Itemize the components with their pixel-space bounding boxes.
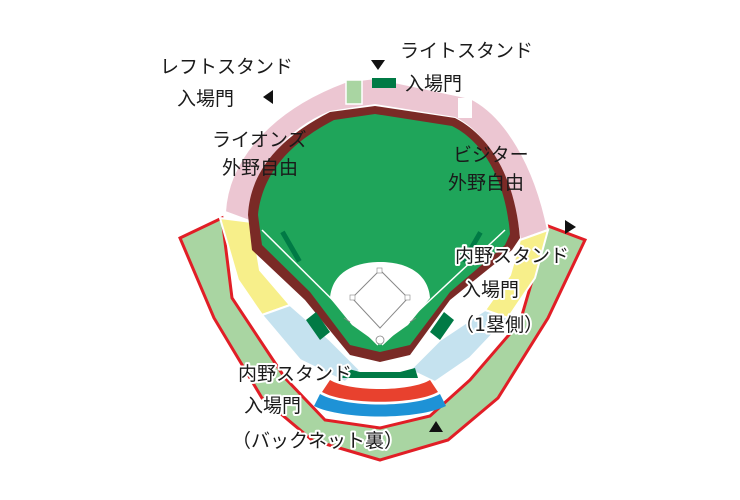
label-visitor-outfield: ビジター 外野自由 [448, 144, 529, 194]
label-lions-outfield: ライオンズ 外野自由 [212, 129, 307, 179]
infield-stand-blue-third [260, 303, 362, 384]
infield-gate-backnet-line2: 入場門 [244, 395, 301, 417]
bullpen-third [280, 230, 302, 263]
label-right-stand-gate: ライトスタンド 入場門 [400, 40, 533, 95]
lions-outfield-line1: ライオンズ [212, 129, 307, 151]
infield-gate-backnet-line1: 内野スタンド [238, 363, 352, 385]
right-stand-gate-line1: ライトスタンド [400, 40, 533, 62]
gate-marker-backnet [429, 421, 443, 432]
bullpen-first [461, 231, 483, 264]
coach-box-third [343, 317, 351, 323]
coach-box-first [409, 317, 417, 323]
lions-outfield-line2: 外野自由 [222, 157, 298, 179]
infield-gate-first-line2: 入場門 [462, 279, 519, 301]
left-stand-entrance-box [458, 98, 472, 118]
base-third [349, 294, 356, 301]
visitor-outfield-line2: 外野自由 [448, 172, 524, 194]
dugout-first [430, 312, 454, 340]
scoreboard-block [372, 78, 396, 88]
backnet-seat-red [322, 380, 438, 402]
infield-dirt [330, 262, 430, 345]
visitor-outfield-line1: ビジター [453, 144, 529, 166]
base-first [404, 294, 411, 301]
right-stand-entrance-box [345, 79, 363, 105]
gate-marker-first-base [565, 220, 576, 234]
left-stand-gate-line2: 入場門 [177, 88, 234, 110]
label-infield-gate-backnet: 内野スタンド 入場門 （バックネット裏） [230, 361, 405, 454]
label-infield-gate-first-base: 内野スタンド 入場門 （1塁側） [453, 243, 571, 338]
playing-field [258, 114, 510, 352]
infield-gate-first-line3: （1塁側） [455, 314, 543, 336]
backnet-seat-blue [314, 394, 446, 417]
infield-gate-first-line1: 内野スタンド [455, 245, 569, 267]
diamond [351, 269, 409, 329]
dugout-third [306, 312, 330, 340]
infield-gate-backnet-line3: （バックネット裏） [232, 430, 403, 452]
gate-marker-right-stand [371, 60, 385, 70]
home-plate [375, 335, 385, 345]
backnet-seat-green [342, 368, 418, 378]
gate-marker-left-stand [263, 90, 273, 104]
left-stand-gate-line1: レフトスタンド [160, 56, 293, 78]
base-second [376, 267, 383, 274]
right-stand-gate-line2: 入場門 [405, 73, 462, 95]
label-left-stand-gate: レフトスタンド 入場門 [160, 56, 293, 110]
